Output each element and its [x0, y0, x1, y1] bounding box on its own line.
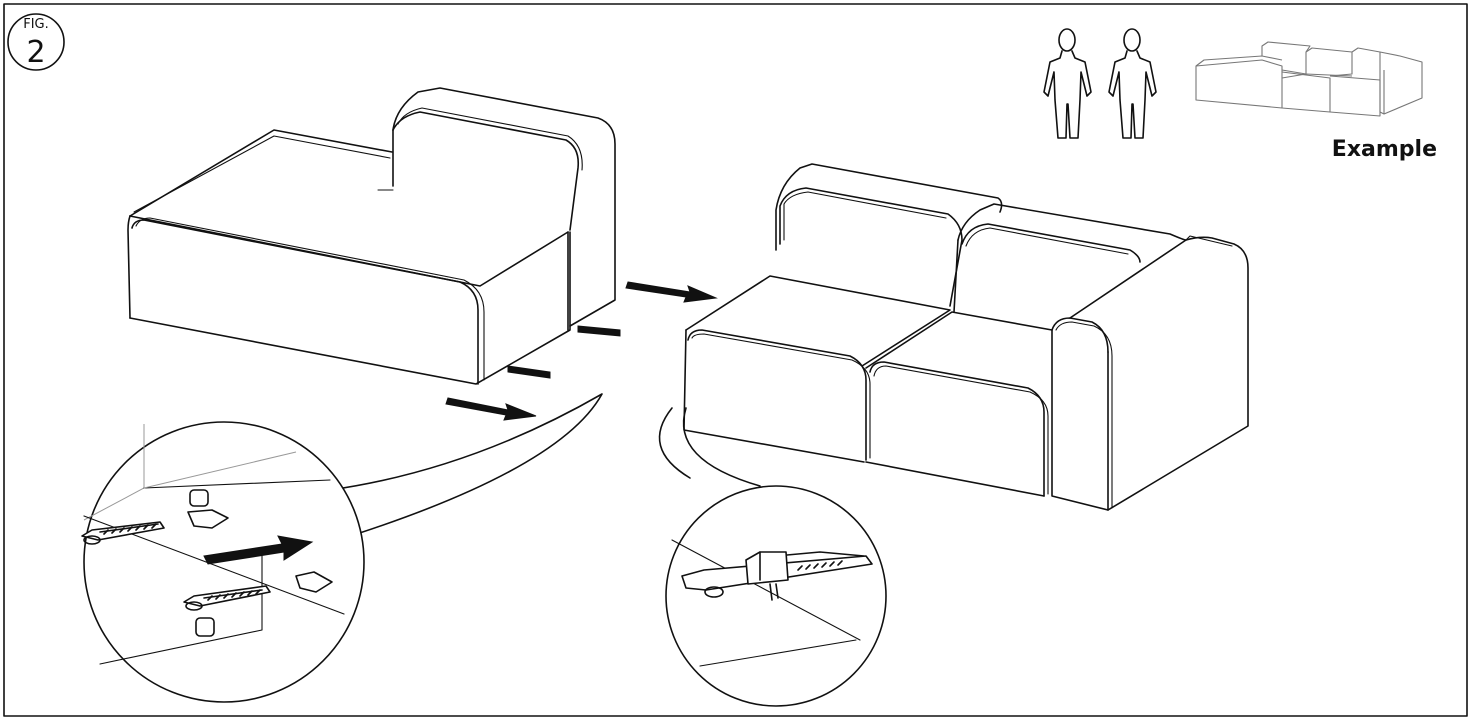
connector-bracket: [507, 365, 551, 379]
chaise-module: [127, 87, 621, 385]
direction-arrow: [203, 535, 314, 565]
direction-arrow: [625, 281, 718, 303]
callout-pointer: [658, 407, 761, 487]
example-sofa-thumbnail: Example: [1195, 41, 1437, 162]
example-label: Example: [1332, 137, 1437, 162]
direction-arrow: [445, 397, 537, 421]
person-icon: [1108, 28, 1157, 139]
page-border: [3, 3, 1468, 717]
right-detail-callout: [658, 407, 887, 707]
two-person-icon: [1043, 28, 1157, 139]
figure-badge-circle: [7, 13, 65, 71]
figure-number: 2: [26, 35, 45, 70]
figure-badge: FIG. 2: [7, 13, 65, 71]
sofa-assembly: [683, 163, 1249, 511]
figure-prefix: FIG.: [23, 17, 49, 32]
left-detail-circle: [83, 421, 365, 703]
right-detail-circle: [665, 485, 887, 707]
connector-clip: [745, 551, 789, 601]
connector-clip: [195, 617, 215, 637]
connector-strip: [183, 585, 271, 611]
connector-clip: [295, 571, 333, 593]
connector-bracket: [577, 325, 621, 337]
connector-strip: [81, 521, 165, 545]
callout-pointer: [329, 393, 603, 541]
connector-clip: [187, 489, 229, 529]
left-detail-callout: [81, 393, 603, 703]
person-icon: [1043, 28, 1092, 139]
